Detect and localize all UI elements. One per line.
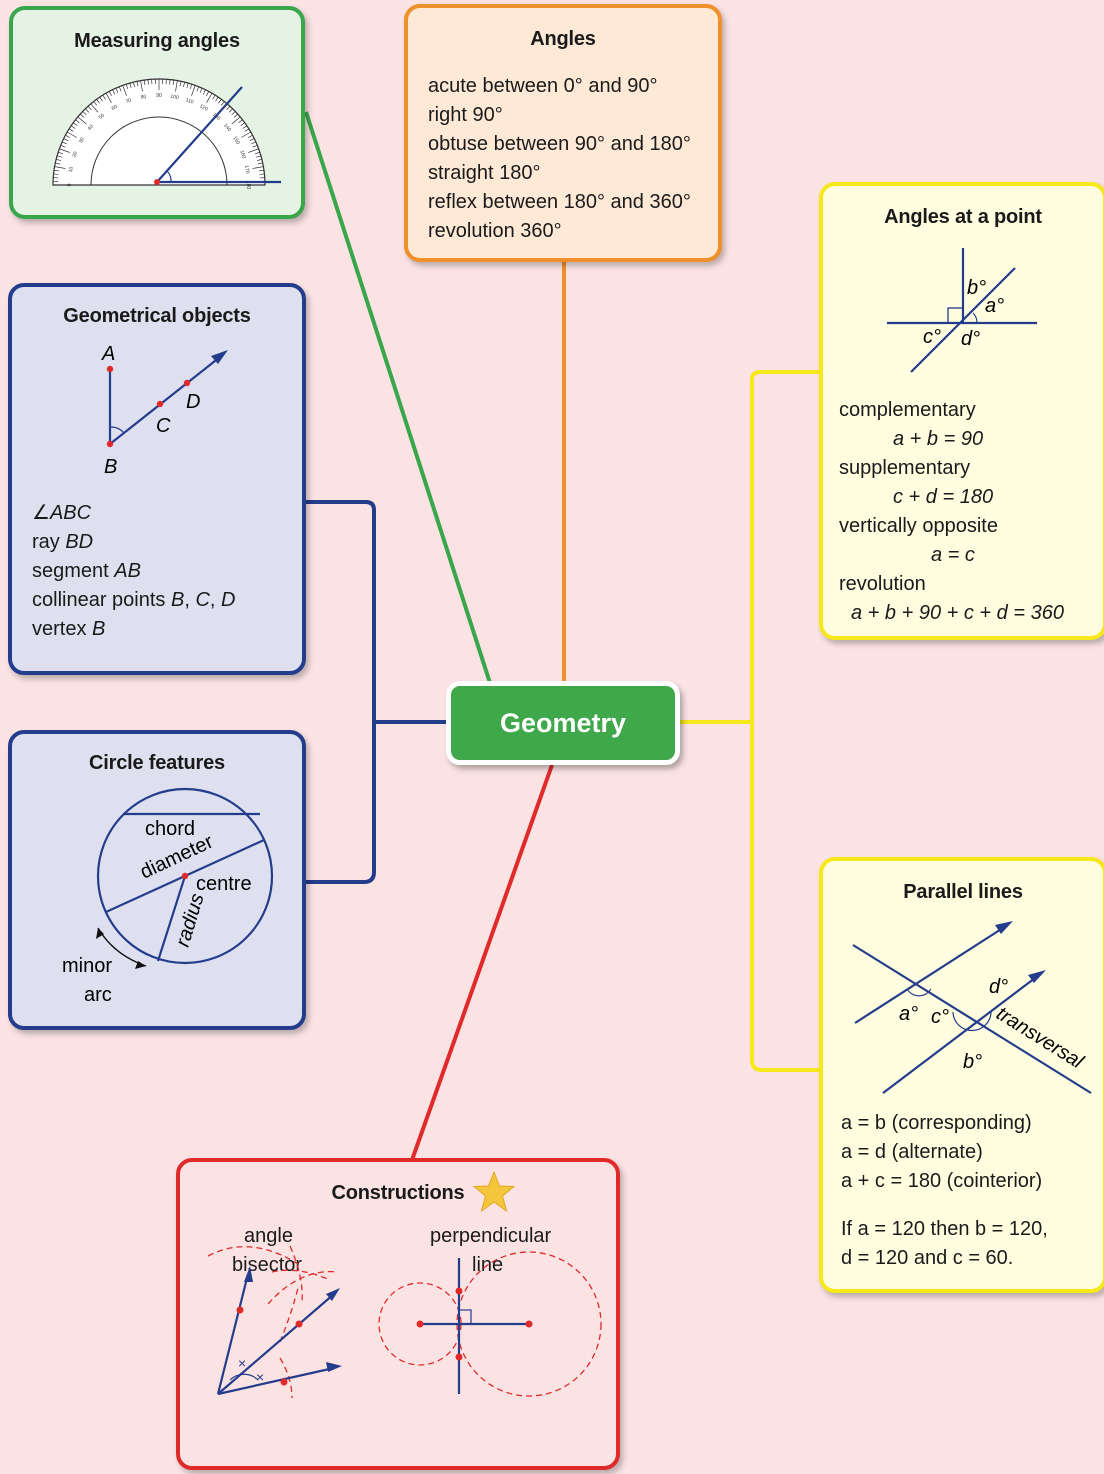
object-item: segment AB: [32, 557, 235, 586]
point-label-a: a°: [985, 295, 1004, 317]
label-d: D: [186, 391, 200, 413]
parallel-label-a: a°: [899, 1003, 918, 1025]
circle-features-box: Circle features chord diameter centre ra…: [8, 730, 306, 1030]
centre-point: [182, 873, 188, 879]
parallel-lines-box: Parallel lines a° c° d° b° transversal a…: [819, 857, 1104, 1293]
parallel-label-c: c°: [931, 1006, 949, 1028]
connector-point: [680, 372, 820, 1070]
arc-label: arc: [84, 984, 112, 1006]
objects-list: ∠ABC ray BD segment AB collinear points …: [32, 499, 235, 644]
centre-label: centre: [196, 873, 252, 895]
constructions-box: Constructions angle bisector perpendicul…: [176, 1158, 620, 1470]
geometrical-objects-box: Geometrical objects A B C D ∠ABC ray BD …: [8, 283, 306, 675]
parallel-label-d: d°: [989, 976, 1008, 998]
point-b: [107, 441, 113, 447]
connector-objects: [305, 502, 446, 882]
protractor-scale-label: 0: [67, 183, 73, 186]
label-b: B: [104, 456, 117, 478]
geometry-center-node: Geometry: [446, 681, 680, 765]
object-item: ∠ABC: [32, 499, 235, 528]
point-d: [184, 380, 190, 386]
point-label-b: b°: [967, 277, 986, 299]
supplementary-eq: c + d = 180: [893, 483, 993, 512]
point-a: [107, 366, 113, 372]
object-item: collinear points B, C, D: [32, 586, 235, 615]
protractor-vertex: [154, 179, 160, 185]
parallel-rule-1: a = b (corresponding): [841, 1109, 1032, 1138]
parallel-rule-3: a + c = 180 (cointerior): [841, 1167, 1042, 1196]
point-label-d: d°: [961, 328, 980, 350]
angle-type: reflex between 180° and 360°: [428, 188, 691, 217]
revolution-label: revolution: [839, 570, 926, 599]
angles-at-point-box: Angles at a point b° a° c° d° complement…: [819, 182, 1104, 640]
label-a: A: [101, 343, 115, 365]
angle-type: obtuse between 90° and 180°: [428, 130, 691, 159]
angle-type: acute between 0° and 90°: [428, 72, 691, 101]
svg-text:×: ×: [238, 1355, 246, 1371]
chord-label: chord: [145, 818, 195, 840]
constructions-diagram: × ×: [180, 1162, 624, 1474]
svg-text:×: ×: [256, 1369, 264, 1385]
object-item: ray BD: [32, 528, 235, 557]
point-c: [157, 401, 163, 407]
complementary-label: complementary: [839, 396, 976, 425]
revolution-eq: a + b + 90 + c + d = 360: [851, 599, 1064, 628]
angles-title: Angles: [408, 28, 718, 51]
angles-box: Angles acute between 0° and 90° right 90…: [404, 4, 722, 262]
minor-label: minor: [62, 955, 112, 977]
parallel-example-1: If a = 120 then b = 120,: [841, 1215, 1048, 1244]
complementary-eq: a + b = 90: [893, 425, 983, 454]
vertical-label: vertically opposite: [839, 512, 998, 541]
protractor-diagram: 0102030405060708090100110120130140150160…: [13, 10, 309, 223]
connector-constructions: [412, 765, 552, 1160]
parallel-rule-2: a = d (alternate): [841, 1138, 983, 1167]
vertical-eq: a = c: [931, 541, 975, 570]
parallel-example-2: d = 120 and c = 60.: [841, 1244, 1013, 1273]
point-label-c: c°: [923, 326, 941, 348]
label-c: C: [156, 415, 171, 437]
circle-diagram: chord diameter centre radius minor arc: [12, 734, 310, 1034]
angle-types-list: acute between 0° and 90° right 90° obtus…: [428, 72, 691, 246]
protractor-scale-label: 90: [156, 93, 162, 99]
parallel-label-b: b°: [963, 1051, 982, 1073]
supplementary-label: supplementary: [839, 454, 970, 483]
angle-type: right 90°: [428, 101, 691, 130]
angle-type: straight 180°: [428, 159, 691, 188]
angle-type: revolution 360°: [428, 217, 691, 246]
object-item: vertex B: [32, 615, 235, 644]
transversal-label: transversal: [992, 1003, 1087, 1074]
